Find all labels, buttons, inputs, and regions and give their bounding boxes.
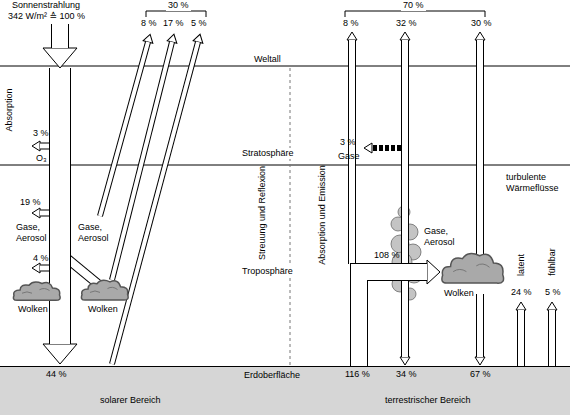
- flux-label: fühlbar: [547, 248, 558, 276]
- percent-value: 3 %: [340, 137, 356, 148]
- absorber-label: O₃: [36, 153, 47, 164]
- process-label: Streuung und Reflexion: [257, 166, 268, 260]
- sum-value: 70 %: [401, 0, 426, 11]
- percent-value: 30 %: [471, 18, 492, 29]
- cloud-label: Wolken: [18, 304, 48, 315]
- cloud-shape: [440, 250, 506, 286]
- percent-value: 32 %: [396, 18, 417, 29]
- source-value: 342 W/m² ≙ 100 %: [8, 11, 85, 22]
- cloud: Wolken: [12, 280, 62, 302]
- flux-label: latent: [516, 254, 527, 276]
- surface-label: 44 %: [46, 369, 67, 380]
- surface-label: 116 %: [345, 369, 370, 380]
- percent-value: 17 %: [163, 18, 184, 29]
- percent-value: 8 %: [141, 18, 157, 29]
- layer-label: Troposphäre: [240, 266, 295, 277]
- absorber-label: Gase, Aerosol: [78, 222, 116, 244]
- sum-value: 30 %: [166, 0, 191, 11]
- percent-value: 19 %: [20, 197, 41, 208]
- percent-value: 24 %: [511, 287, 532, 298]
- percent-value: 5 %: [191, 18, 207, 29]
- cloud: Wolken: [440, 250, 506, 286]
- process-label: Absorption und Emission: [317, 165, 328, 265]
- percent-value: 5 %: [545, 287, 561, 298]
- source-label: Sonnenstrahlung: [12, 0, 80, 11]
- cloud: Wolken: [80, 278, 130, 302]
- layer-label: Weltall: [252, 54, 283, 65]
- surface-label: 34 %: [396, 369, 417, 380]
- cloud-label: Wolken: [88, 304, 118, 315]
- percent-value: 108 %: [374, 250, 400, 261]
- flux-heading: turbulente Wärmeflüsse: [506, 172, 566, 194]
- cloud-shape: [80, 278, 130, 302]
- layer-label: Stratosphäre: [240, 148, 296, 159]
- cloud-shape: [12, 280, 62, 302]
- surface-label: solarer Bereich: [100, 395, 161, 406]
- absorber-label: Gase, Aerosol: [16, 222, 54, 244]
- percent-value: 8 %: [343, 18, 359, 29]
- percent-value: 3 %: [33, 128, 49, 139]
- axis-label: Absorption: [4, 88, 15, 131]
- earth-surface-band: 44 % Erdoberfläche 116 % 34 % 67 % solarer Be…: [0, 366, 570, 415]
- cloud-label: Wolken: [444, 288, 474, 299]
- surface-label: 67 %: [470, 369, 491, 380]
- surface-label: Erdoberfläche: [244, 370, 300, 381]
- absorber-label: Gase: [338, 151, 360, 162]
- surface-label: terrestrischer Bereich: [385, 395, 471, 406]
- absorber-label: Gase, Aerosol: [424, 226, 462, 248]
- percent-value: 4 %: [33, 253, 49, 264]
